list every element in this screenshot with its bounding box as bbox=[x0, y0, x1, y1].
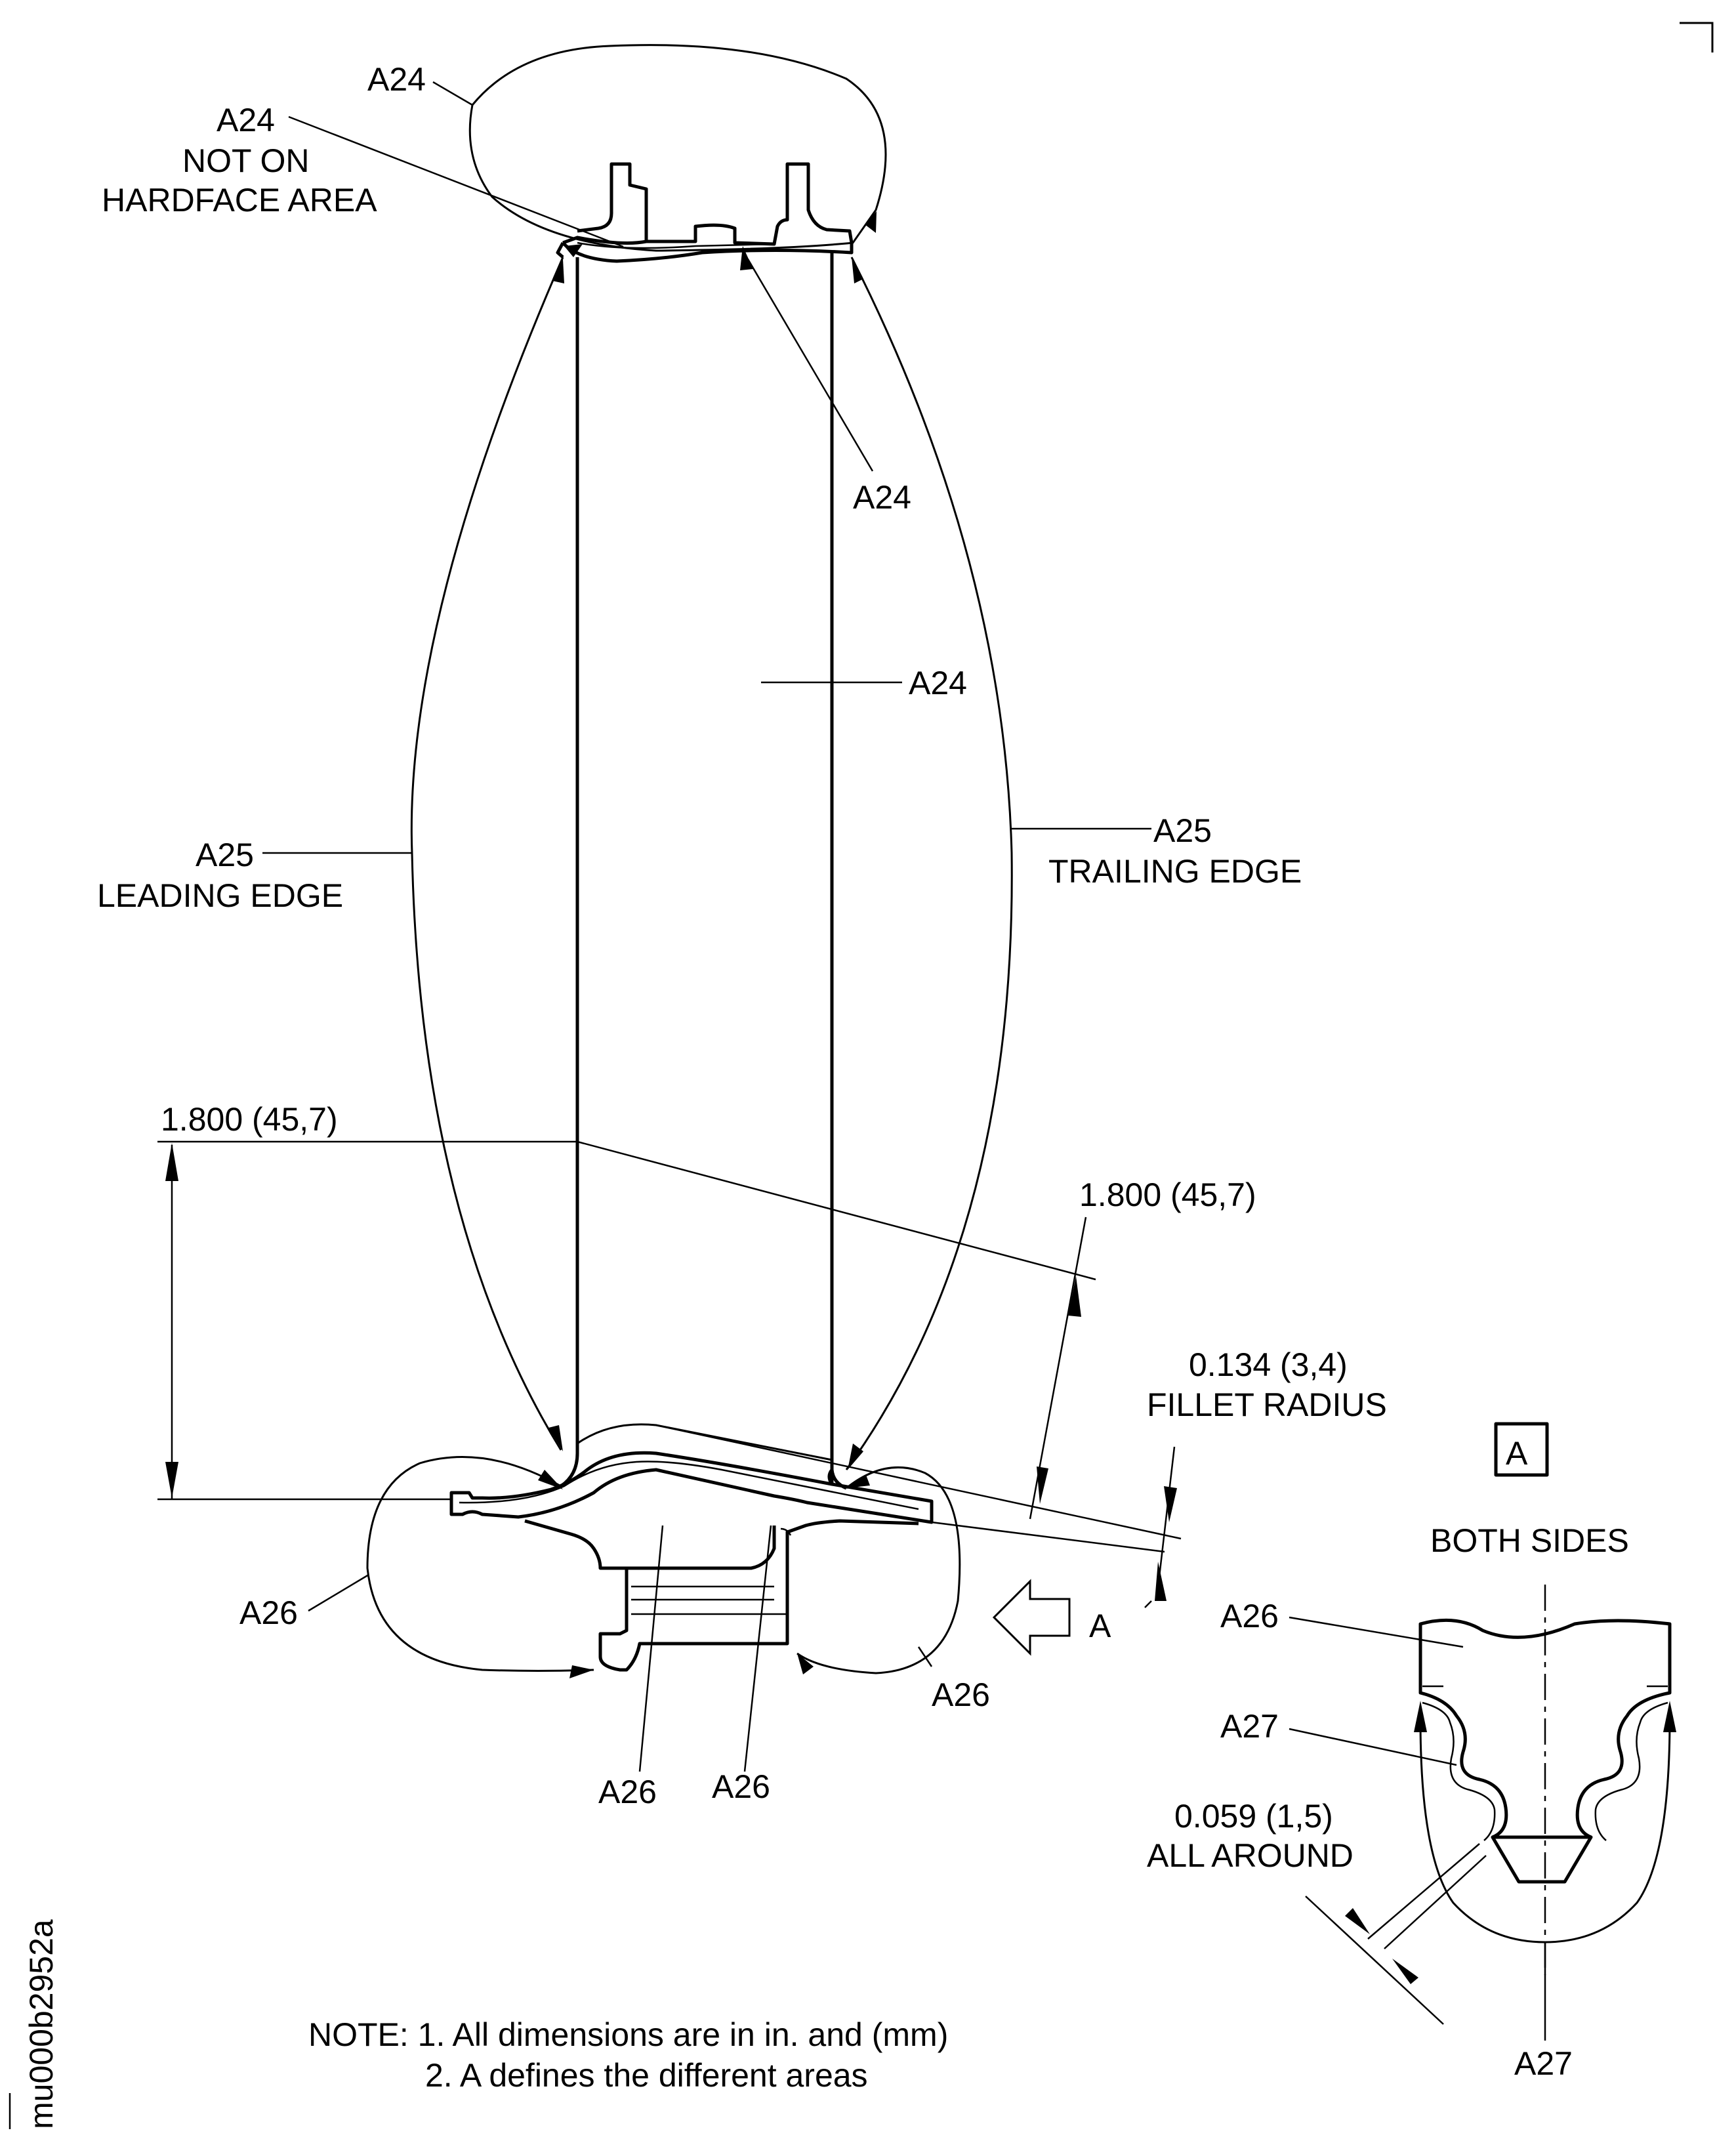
detail-a27-lower: A27 bbox=[1514, 2045, 1573, 2082]
dim-left-height: 1.800 (45,7) bbox=[161, 1101, 338, 1138]
label-a26-left: A26 bbox=[239, 1594, 298, 1631]
a26-left-zone bbox=[366, 1456, 594, 1672]
label-a26-bottom-left: A26 bbox=[598, 1774, 657, 1810]
shank-upper bbox=[627, 1526, 776, 1570]
label-view-a: A bbox=[1089, 1608, 1111, 1644]
view-a-arrow bbox=[992, 1579, 1071, 1656]
detail-inner-offset bbox=[1422, 1701, 1668, 1841]
dim-right-height: 1.800 (45,7) bbox=[1079, 1176, 1256, 1213]
dimension-lines bbox=[157, 1140, 1182, 1608]
detail-a27-upper: A27 bbox=[1220, 1708, 1279, 1745]
leaders bbox=[262, 81, 1151, 1772]
shank-lines bbox=[631, 1532, 789, 1615]
platform-top-zone bbox=[577, 1423, 833, 1461]
a24-tip-zone bbox=[468, 44, 887, 252]
label-a25-leading-2: LEADING EDGE bbox=[97, 877, 343, 914]
detail-caption: BOTH SIDES bbox=[1430, 1522, 1629, 1559]
figure-id: mu000b2952a bbox=[23, 1919, 60, 2129]
tip-shroud-underside bbox=[556, 241, 854, 263]
trailing-edge-fillet bbox=[830, 1469, 848, 1490]
a25-trailing-edge-zone bbox=[845, 257, 1013, 1470]
a25-leading-edge-zone bbox=[410, 257, 564, 1451]
dim-fillet-1: 0.134 (3,4) bbox=[1189, 1346, 1348, 1383]
shank bbox=[524, 1519, 919, 1672]
corner-mark bbox=[1680, 22, 1714, 52]
detail-box-letter: A bbox=[1506, 1435, 1528, 1472]
area-boundaries bbox=[366, 44, 1013, 1674]
detail-all-around-1: 0.059 (1,5) bbox=[1174, 1798, 1333, 1835]
dim-fillet-2: FILLET RADIUS bbox=[1147, 1386, 1387, 1423]
platform-inner bbox=[459, 1461, 919, 1510]
tip-shroud bbox=[562, 162, 854, 246]
a26-right-zone bbox=[796, 1466, 961, 1674]
note-line-2: 2. A defines the different areas bbox=[425, 2057, 868, 2094]
label-a25-trailing-1: A25 bbox=[1153, 812, 1212, 849]
label-a25-leading-1: A25 bbox=[196, 837, 254, 873]
detail-a26: A26 bbox=[1220, 1598, 1279, 1634]
detail-a-view bbox=[1289, 1422, 1676, 2041]
label-a24-top: A24 bbox=[367, 61, 426, 98]
label-a25-trailing-2: TRAILING EDGE bbox=[1048, 853, 1302, 890]
label-a24-upper-right: A24 bbox=[853, 479, 911, 516]
label-a24-center: A24 bbox=[909, 665, 967, 701]
note-line-1: NOTE: 1. All dimensions are in in. and (… bbox=[308, 2016, 948, 2053]
detail-a-box bbox=[1494, 1422, 1549, 1477]
label-a24-hardface-2: NOT ON bbox=[182, 142, 310, 179]
shank-fillet bbox=[780, 1527, 792, 1536]
detail-root-outline bbox=[1418, 1618, 1672, 1884]
label-a24-hardface-3: HARDFACE AREA bbox=[102, 182, 377, 218]
label-a24-hardface-1: A24 bbox=[217, 102, 275, 138]
detail-all-around-2: ALL AROUND bbox=[1147, 1837, 1354, 1874]
platform bbox=[449, 1451, 934, 1524]
label-a26-bottom-right: A26 bbox=[712, 1768, 770, 1805]
blade-outline bbox=[449, 162, 934, 1672]
label-a26-right: A26 bbox=[932, 1676, 990, 1713]
leading-edge-fillet bbox=[560, 1453, 579, 1488]
